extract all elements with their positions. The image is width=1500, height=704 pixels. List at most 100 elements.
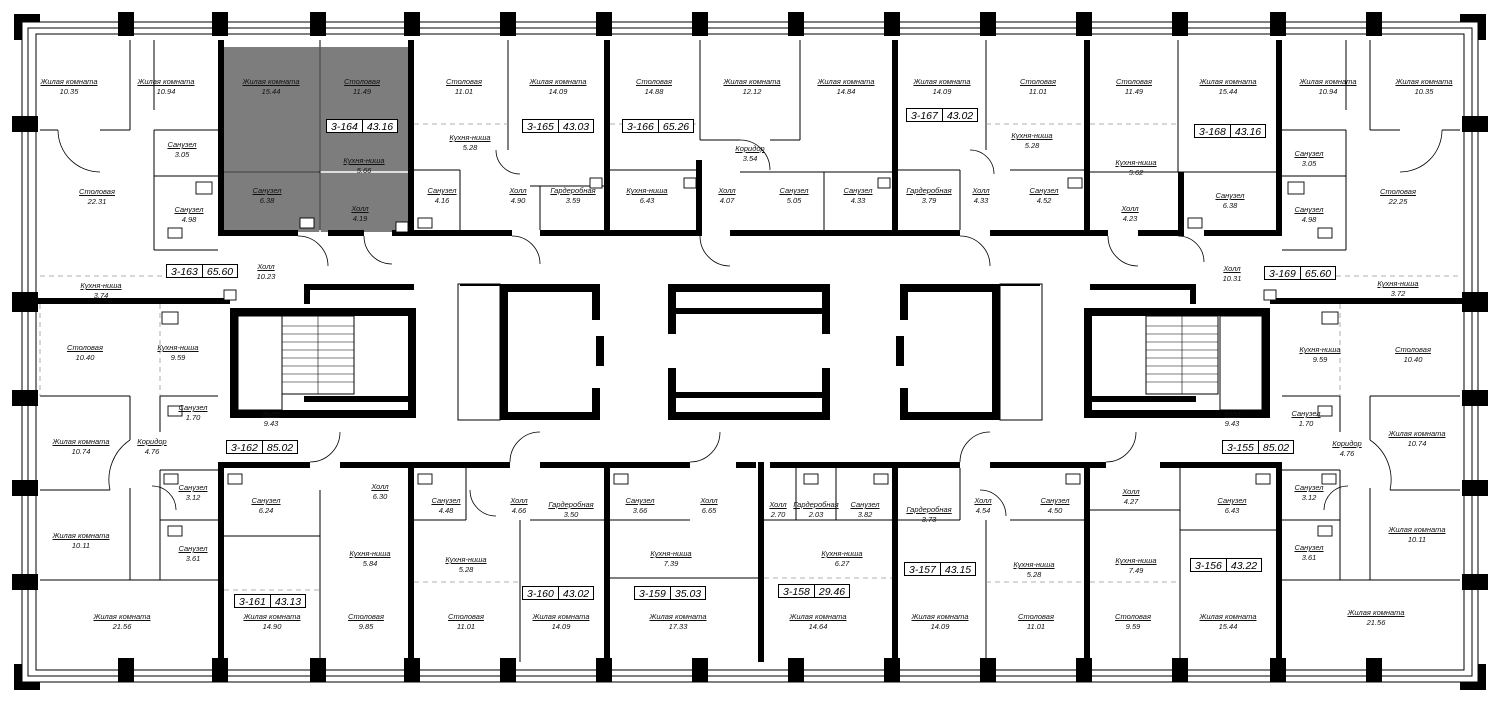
apartment-area: 65.60	[1304, 268, 1332, 280]
apartment-area: 29.46	[818, 586, 846, 598]
door-swings	[57, 129, 1443, 517]
apartment-number: 3-157	[905, 563, 941, 576]
plumbing-fixtures	[161, 177, 1339, 537]
apartment-number: 3-166	[623, 120, 659, 133]
apartment-number: 3-160	[523, 587, 559, 600]
corridor-walls	[30, 40, 1470, 662]
apartment-area: 35.03	[674, 588, 702, 600]
apartment-number: 3-156	[1191, 559, 1227, 572]
apartment-area: 65.26	[662, 121, 690, 133]
side-columns	[12, 116, 1488, 590]
bottom-columns	[118, 658, 1382, 682]
apartment-area: 85.02	[266, 442, 294, 454]
top-columns	[118, 12, 1382, 36]
apartment-number: 3-169	[1265, 267, 1301, 280]
apartment-area: 43.02	[562, 588, 590, 600]
interior-partitions-lower	[40, 395, 1460, 662]
apartment-number: 3-164	[327, 120, 363, 133]
apartment-number: 3-163	[167, 265, 203, 278]
apartment-area: 43.03	[562, 121, 590, 133]
stairs	[282, 316, 1218, 394]
corner-columns	[14, 14, 1486, 690]
